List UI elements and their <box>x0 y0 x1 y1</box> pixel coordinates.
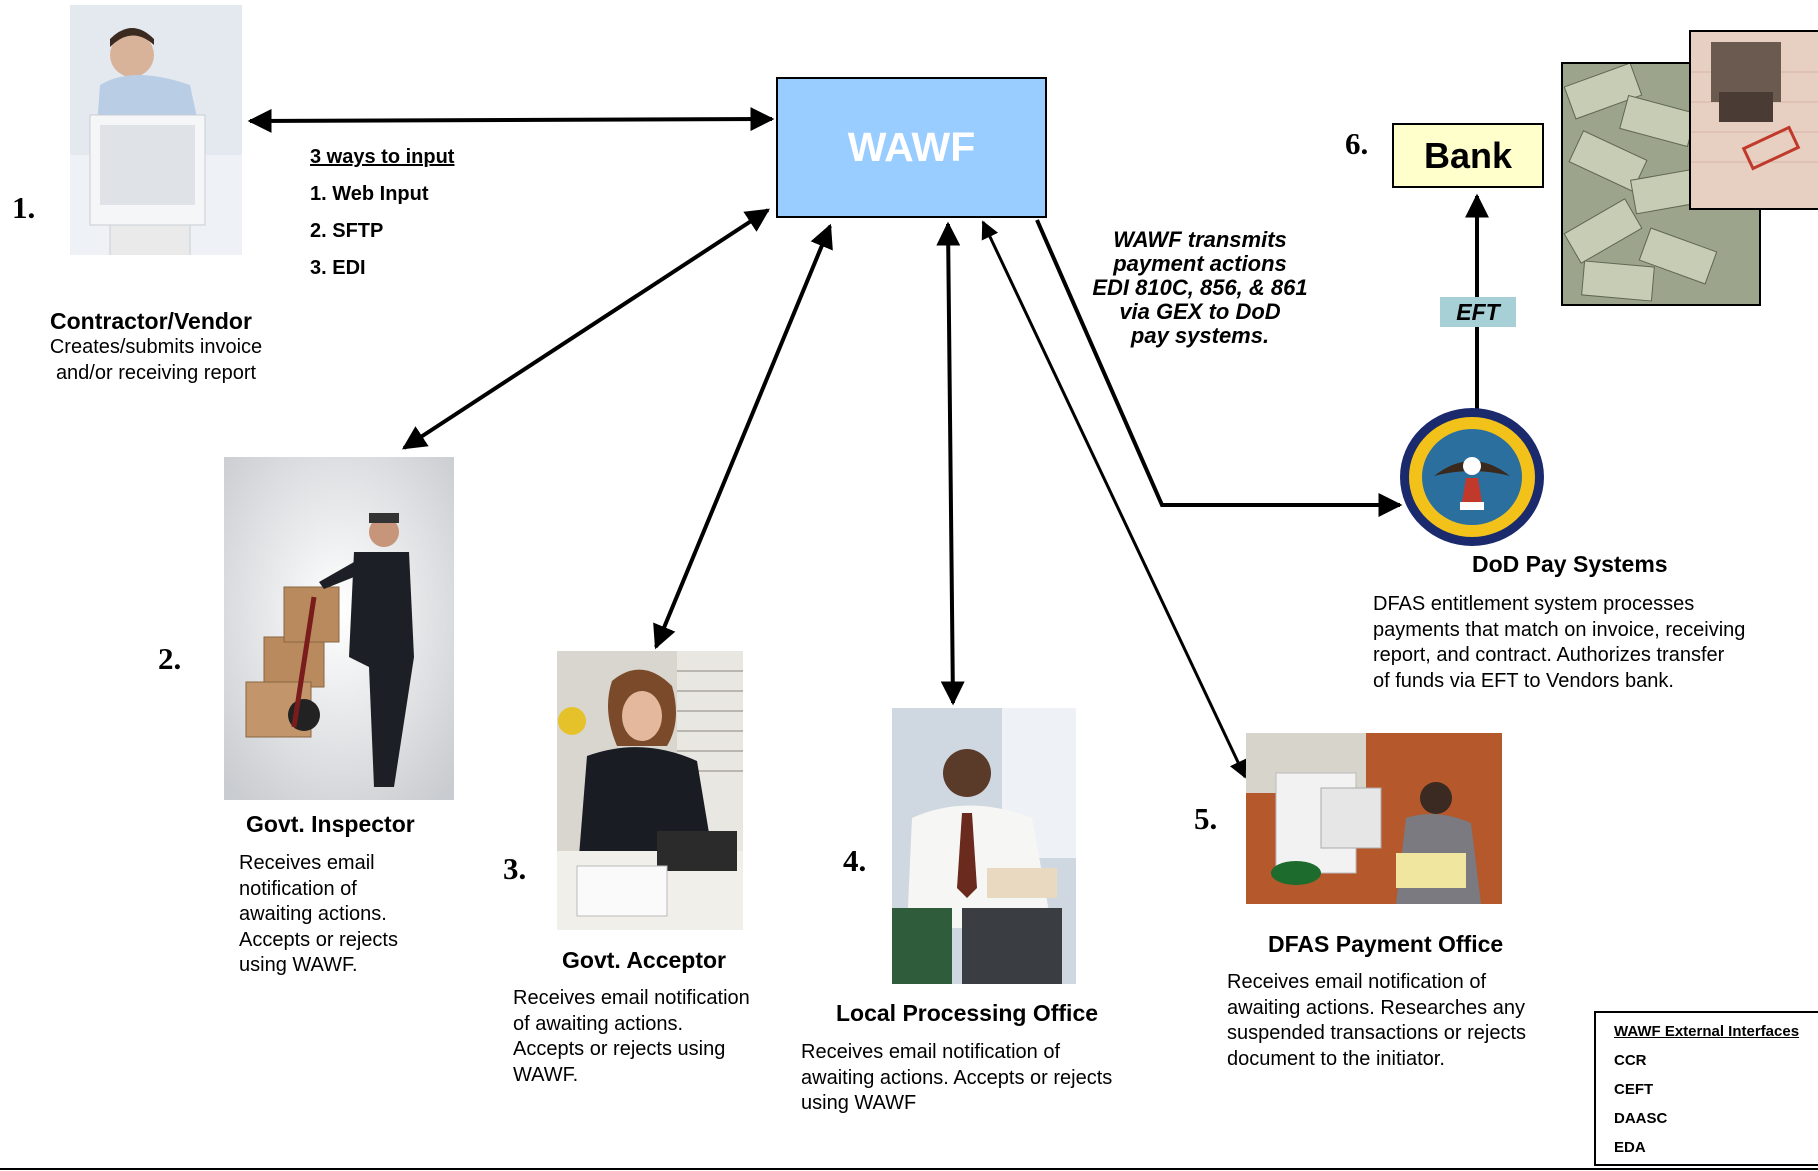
dfas-office-description: Receives email notification of awaiting … <box>1227 971 1527 1070</box>
wawf-box: WAWF <box>776 77 1047 218</box>
lpo-description: Receives email notification of awaiting … <box>801 1041 1113 1114</box>
external-interfaces-title: WAWF External Interfaces <box>1614 1023 1800 1040</box>
dod-pay-description: DFAS entitlement system processes paymen… <box>1373 593 1746 692</box>
external-interfaces-panel: WAWF External Interfaces CCR CEFT DAASC … <box>1594 1011 1818 1166</box>
inspector-title: Govt. Inspector <box>246 811 415 837</box>
arrow-wawf-inspector <box>401 208 771 450</box>
arrow-wawf-acceptor <box>653 223 833 650</box>
arrow-contractor-wawf <box>247 107 775 133</box>
eft-label-box: EFT <box>1440 297 1516 327</box>
inspector-description: Receives email notification of awaiting … <box>239 852 398 976</box>
input-method-item: 3. EDI <box>310 257 366 279</box>
external-interface-item: DAASC <box>1614 1110 1668 1127</box>
acceptor-title: Govt. Acceptor <box>562 947 727 973</box>
external-interface-item: CEFT <box>1614 1081 1654 1098</box>
dfas-office-title: DFAS Payment Office <box>1268 931 1504 957</box>
eft-label: EFT <box>1456 298 1500 325</box>
input-method-item: 2. SFTP <box>310 220 384 242</box>
arrow-wawf-dfas-office <box>981 220 1247 779</box>
dfas-seal-logo <box>1398 406 1546 548</box>
dfas-office-photo <box>1246 733 1502 904</box>
transmit-note: WAWF transmits payment actions EDI 810C,… <box>1092 227 1308 348</box>
dod-pay-title: DoD Pay Systems <box>1472 551 1668 577</box>
input-methods: 3 ways to input 1. Web Input 2. SFTP 3. … <box>310 146 454 294</box>
step-number: 1. <box>12 190 36 225</box>
external-interface-item: EDA <box>1614 1139 1646 1156</box>
lpo-photo <box>892 708 1076 984</box>
bank-label: Bank <box>1423 134 1513 176</box>
bank-box: Bank <box>1392 123 1544 188</box>
contractor-photo <box>70 5 242 295</box>
step-number: 4. <box>843 843 867 878</box>
arrow-wawf-lpo <box>936 221 965 706</box>
input-methods-heading: 3 ways to input <box>310 146 455 168</box>
footer-rule <box>0 1168 1818 1170</box>
acceptor-description: Receives email notification of awaiting … <box>513 987 750 1086</box>
step-number: 2. <box>158 641 182 676</box>
arrow-wawf-dod-pay <box>1035 219 1403 517</box>
external-interface-item: CCR <box>1614 1052 1647 1069</box>
step-number: 6. <box>1345 126 1369 161</box>
inspector-photo <box>224 457 454 800</box>
contractor-title: Contractor/Vendor <box>50 308 252 334</box>
step-number: 5. <box>1194 801 1218 836</box>
paid-stamp-photo <box>1689 30 1818 210</box>
wawf-label: WAWF <box>847 124 976 170</box>
acceptor-photo <box>557 651 743 930</box>
step-number: 3. <box>503 851 527 886</box>
contractor-description: Creates/submits invoice and/or receiving… <box>49 336 263 384</box>
lpo-title: Local Processing Office <box>836 1000 1099 1026</box>
input-method-item: 1. Web Input <box>310 183 429 205</box>
